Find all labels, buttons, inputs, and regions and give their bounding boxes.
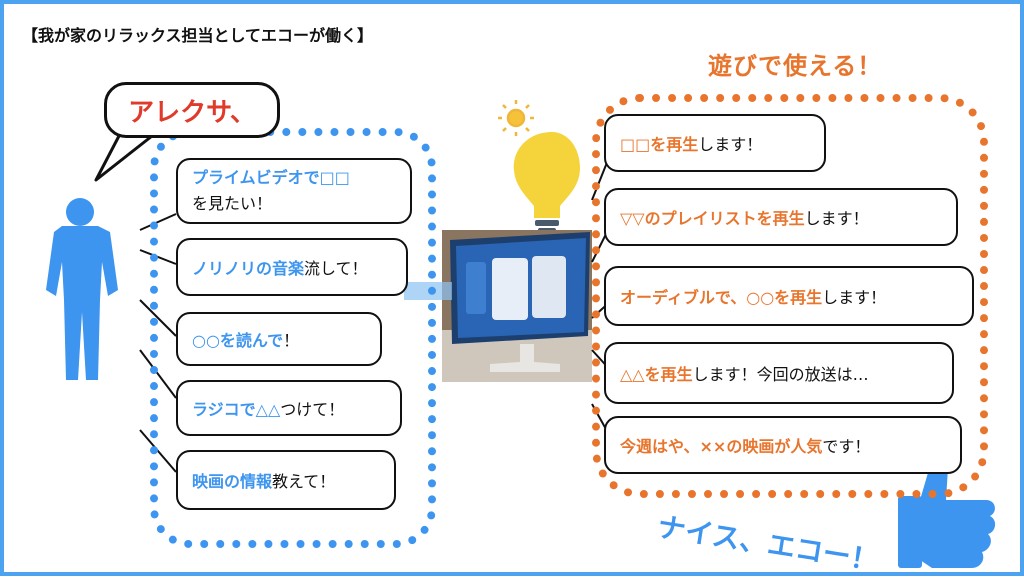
request-highlight: ラジコで△△ — [192, 400, 281, 419]
lightbulb-icon — [513, 132, 580, 233]
request-highlight: 映画の情報 — [192, 472, 273, 491]
user-request-bubble-2: ノリノリの音楽流して！ — [176, 238, 408, 296]
request-text: 教えて！ — [272, 472, 336, 491]
user-request-bubble-5: 映画の情報教えて！ — [176, 450, 396, 510]
request-highlight: プライムビデオで□□ — [192, 168, 350, 187]
response-text: です！ — [822, 437, 871, 456]
echo-response-bubble-3: オーディブルで、○○を再生します！ — [604, 266, 974, 326]
request-highlight: ○○を読んで — [192, 331, 284, 350]
user-request-bubble-4: ラジコで△△つけて！ — [176, 380, 402, 436]
echo-show-device — [442, 230, 592, 382]
sun-icon — [498, 100, 534, 136]
echo-response-bubble-2: ▽▽のプレイリストを再生します！ — [604, 188, 958, 246]
response-highlight: □□を再生 — [620, 135, 699, 154]
user-connectors — [139, 213, 177, 473]
request-text: を見たい！ — [192, 194, 273, 213]
speech-tail-icon — [94, 132, 154, 182]
echo-response-bubble-5: 今週はや、××の映画が人気です！ — [604, 416, 962, 474]
echo-response-bubble-1: □□を再生します！ — [604, 114, 826, 172]
response-highlight: 今週はや、××の映画が人気 — [620, 437, 823, 456]
request-highlight: ノリノリの音楽 — [192, 259, 305, 278]
fun-heading: 遊びで使える！ — [708, 52, 883, 80]
request-text: 流して！ — [304, 259, 368, 278]
response-text: します！ — [822, 288, 887, 307]
response-text: します！ — [698, 135, 763, 154]
response-highlight: ▽▽のプレイリストを再生 — [620, 209, 805, 228]
response-highlight: △△を再生 — [620, 365, 693, 384]
echo-responses-group — [592, 94, 988, 498]
request-text: つけて！ — [280, 400, 345, 419]
thumbs-up-icon — [898, 455, 996, 568]
response-highlight: オーディブルで、○○を再生 — [620, 288, 823, 307]
response-text: します！今回の放送は… — [692, 365, 869, 384]
user-request-bubble-3: ○○を読んで！ — [176, 312, 382, 366]
person-icon — [46, 198, 118, 380]
user-request-bubble-1: プライムビデオで□□ を見たい！ — [176, 158, 412, 224]
user-requests-group — [150, 128, 436, 548]
response-text: します！ — [804, 209, 869, 228]
echo-response-bubble-4: △△を再生します！今回の放送は… — [604, 342, 954, 404]
request-text: ！ — [283, 331, 300, 350]
slide-title: 【我が家のリラックス担当としてエコーが働く】 — [22, 26, 374, 45]
alexa-call-bubble: アレクサ、 — [104, 82, 280, 138]
